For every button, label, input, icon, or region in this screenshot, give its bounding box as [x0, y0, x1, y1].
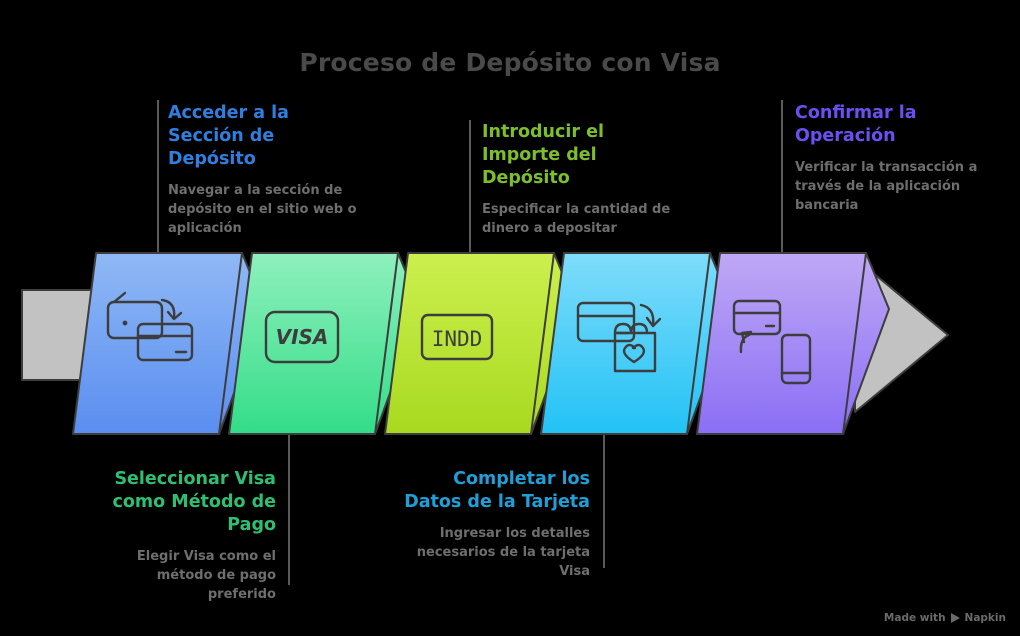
watermark-brand: Napkin — [964, 612, 1006, 624]
card-to-phone-icon — [732, 299, 812, 385]
step-text-1: Acceder a la Sección de Depósito Navegar… — [168, 102, 366, 239]
step-description-2: Elegir Visa como el método de pago prefe… — [136, 549, 276, 602]
step-description-5: Verificar la transacción a través de la … — [795, 160, 978, 213]
wallet-card-arrow-icon — [106, 291, 194, 362]
indd-box-icon: INDD — [420, 313, 494, 361]
step-text-5: Confirmar la Operación Verificar la tran… — [795, 102, 980, 216]
page-title: Proceso de Depósito con Visa — [299, 48, 721, 77]
step-title-1: Acceder a la Sección de Depósito — [168, 103, 289, 170]
play-triangle-icon — [950, 613, 960, 623]
step-title-4: Completar los Datos de la Tarjeta — [404, 469, 590, 513]
step-text-2: Seleccionar Visa como Método de Pago Ele… — [86, 468, 276, 605]
step-title-3: Introducir el Importe del Depósito — [482, 122, 604, 189]
indd-label: INDD — [432, 327, 483, 351]
step-banner-5[interactable] — [696, 252, 890, 435]
connector-lines — [157, 100, 783, 585]
step-text-4: Completar los Datos de la Tarjeta Ingres… — [398, 468, 590, 582]
visa-card-icon: VISA — [264, 310, 340, 364]
visa-label: VISA — [276, 325, 329, 349]
step-description-3: Especificar la cantidad de dinero a depo… — [482, 202, 671, 237]
step-description-4: Ingresar los detalles necesarios de la t… — [416, 526, 590, 579]
step-title-5: Confirmar la Operación — [795, 103, 917, 147]
napkin-watermark[interactable]: Made with Napkin — [884, 612, 1006, 624]
step-description-1: Navegar a la sección de depósito en el s… — [168, 183, 357, 236]
watermark-prefix: Made with — [883, 612, 946, 624]
step-title-2: Seleccionar Visa como Método de Pago — [112, 469, 276, 536]
card-to-bag-heart-icon — [576, 301, 662, 373]
step-text-3: Introducir el Importe del Depósito Espec… — [482, 121, 678, 239]
step-banner-3[interactable]: INDD — [384, 252, 578, 435]
